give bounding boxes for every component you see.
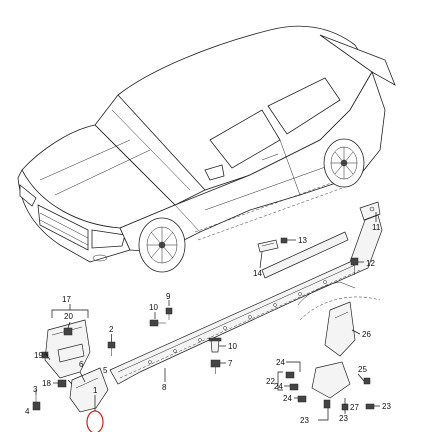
callout-13: 13 <box>298 236 307 245</box>
callout-27: 27 <box>350 403 359 412</box>
callout-24-c: 24 <box>283 394 292 403</box>
callout-6: 6 <box>79 360 84 369</box>
callout-9: 9 <box>166 292 171 301</box>
callout-23-a: 23 <box>300 416 309 425</box>
callout-17: 17 <box>62 295 71 304</box>
leader-lines <box>35 212 380 421</box>
callout-1: 1 <box>93 386 98 395</box>
callout-7: 7 <box>228 359 233 368</box>
car-illustration <box>17 25 396 273</box>
callout-19: 19 <box>34 351 43 360</box>
callout-10-upper: 10 <box>149 303 158 312</box>
callout-26: 26 <box>362 330 371 339</box>
screw-2 <box>107 341 116 356</box>
bolt-12 <box>350 257 359 275</box>
callout-labels: 1 2 3 4 5 6 7 8 9 10 10 11 12 13 14 17 1… <box>25 223 391 425</box>
callout-8: 8 <box>162 383 167 392</box>
screws-10-7 <box>208 337 222 374</box>
callout-11: 11 <box>372 223 381 232</box>
callout-4: 4 <box>25 407 30 416</box>
callout-23-b: 23 <box>339 414 348 423</box>
callout-23-c: 23 <box>382 402 391 411</box>
screws-9-10 <box>149 307 173 327</box>
clip-13 <box>257 237 288 253</box>
rear-mudflap-assembly <box>285 281 381 411</box>
sill-clip-holes <box>148 280 327 364</box>
callout-12: 12 <box>366 259 375 268</box>
callout-25: 25 <box>358 365 367 374</box>
callout-10-lower: 10 <box>228 342 237 351</box>
callout-3: 3 <box>33 385 38 394</box>
callout-2: 2 <box>109 325 114 334</box>
callout-20: 20 <box>64 312 73 321</box>
callout-18: 18 <box>42 379 51 388</box>
callout-24-a: 24 <box>276 358 285 367</box>
bracket-11 <box>359 201 381 221</box>
callout-5: 5 <box>103 366 108 375</box>
sill-panel <box>109 214 383 385</box>
callout-24-b: 24 <box>274 382 283 391</box>
callout-14: 14 <box>253 269 262 278</box>
highlight-circle <box>86 410 104 432</box>
callout-22: 22 <box>266 377 275 386</box>
front-bracket-assembly <box>32 319 109 413</box>
